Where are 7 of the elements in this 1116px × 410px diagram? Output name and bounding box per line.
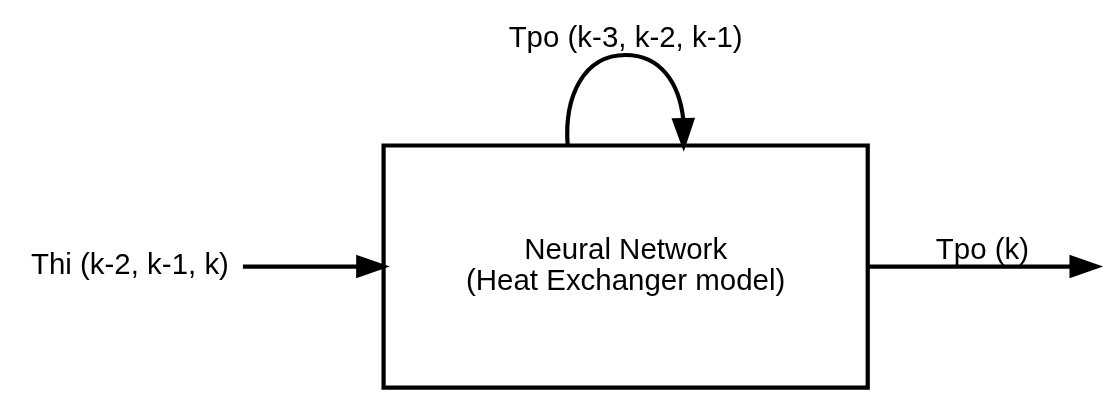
arrow	[867, 254, 1104, 278]
arrow	[242, 254, 390, 278]
edge-label: Tpo (k-3, k-2, k-1)	[508, 19, 743, 53]
edge-label: Tpo (k)	[935, 231, 1030, 265]
arrow	[565, 52, 696, 152]
node-box: Neural Network (Heat Exchanger model)	[381, 142, 870, 390]
node-text: Thi (k-2, k-1, k)	[30, 246, 229, 280]
